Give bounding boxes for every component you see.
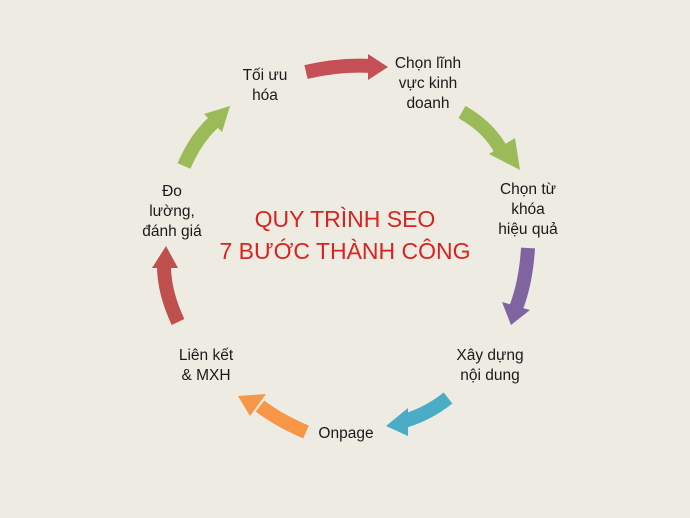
arrow-2 xyxy=(458,105,520,170)
step-toi-uu-hoa: Tối ưu hóa xyxy=(242,67,288,104)
step-do-luong-danh-gia: Đo lường, đánh giá xyxy=(142,183,202,240)
title-line-2: 7 BƯỚC THÀNH CÔNG xyxy=(219,238,471,264)
step-lien-ket-mxh: Liên kết & MXH xyxy=(178,347,234,384)
arrow-1 xyxy=(304,54,388,80)
arrow-3 xyxy=(502,247,535,325)
step-chon-linh-vuc: Chọn lĩnh vực kinh doanh xyxy=(394,55,462,112)
arrow-6 xyxy=(152,246,185,325)
arrow-4 xyxy=(386,392,453,436)
step-onpage: Onpage xyxy=(318,425,374,442)
step-xay-dung-noi-dung: Xây dựng nội dung xyxy=(456,347,524,384)
step-chon-tu-khoa: Chọn từ khóa hiệu quả xyxy=(498,181,558,238)
diagram-title: QUY TRÌNH SEO 7 BƯỚC THÀNH CÔNG xyxy=(195,203,495,267)
arrow-7 xyxy=(177,106,230,169)
title-line-1: QUY TRÌNH SEO xyxy=(254,206,436,232)
arrow-5 xyxy=(238,394,309,439)
